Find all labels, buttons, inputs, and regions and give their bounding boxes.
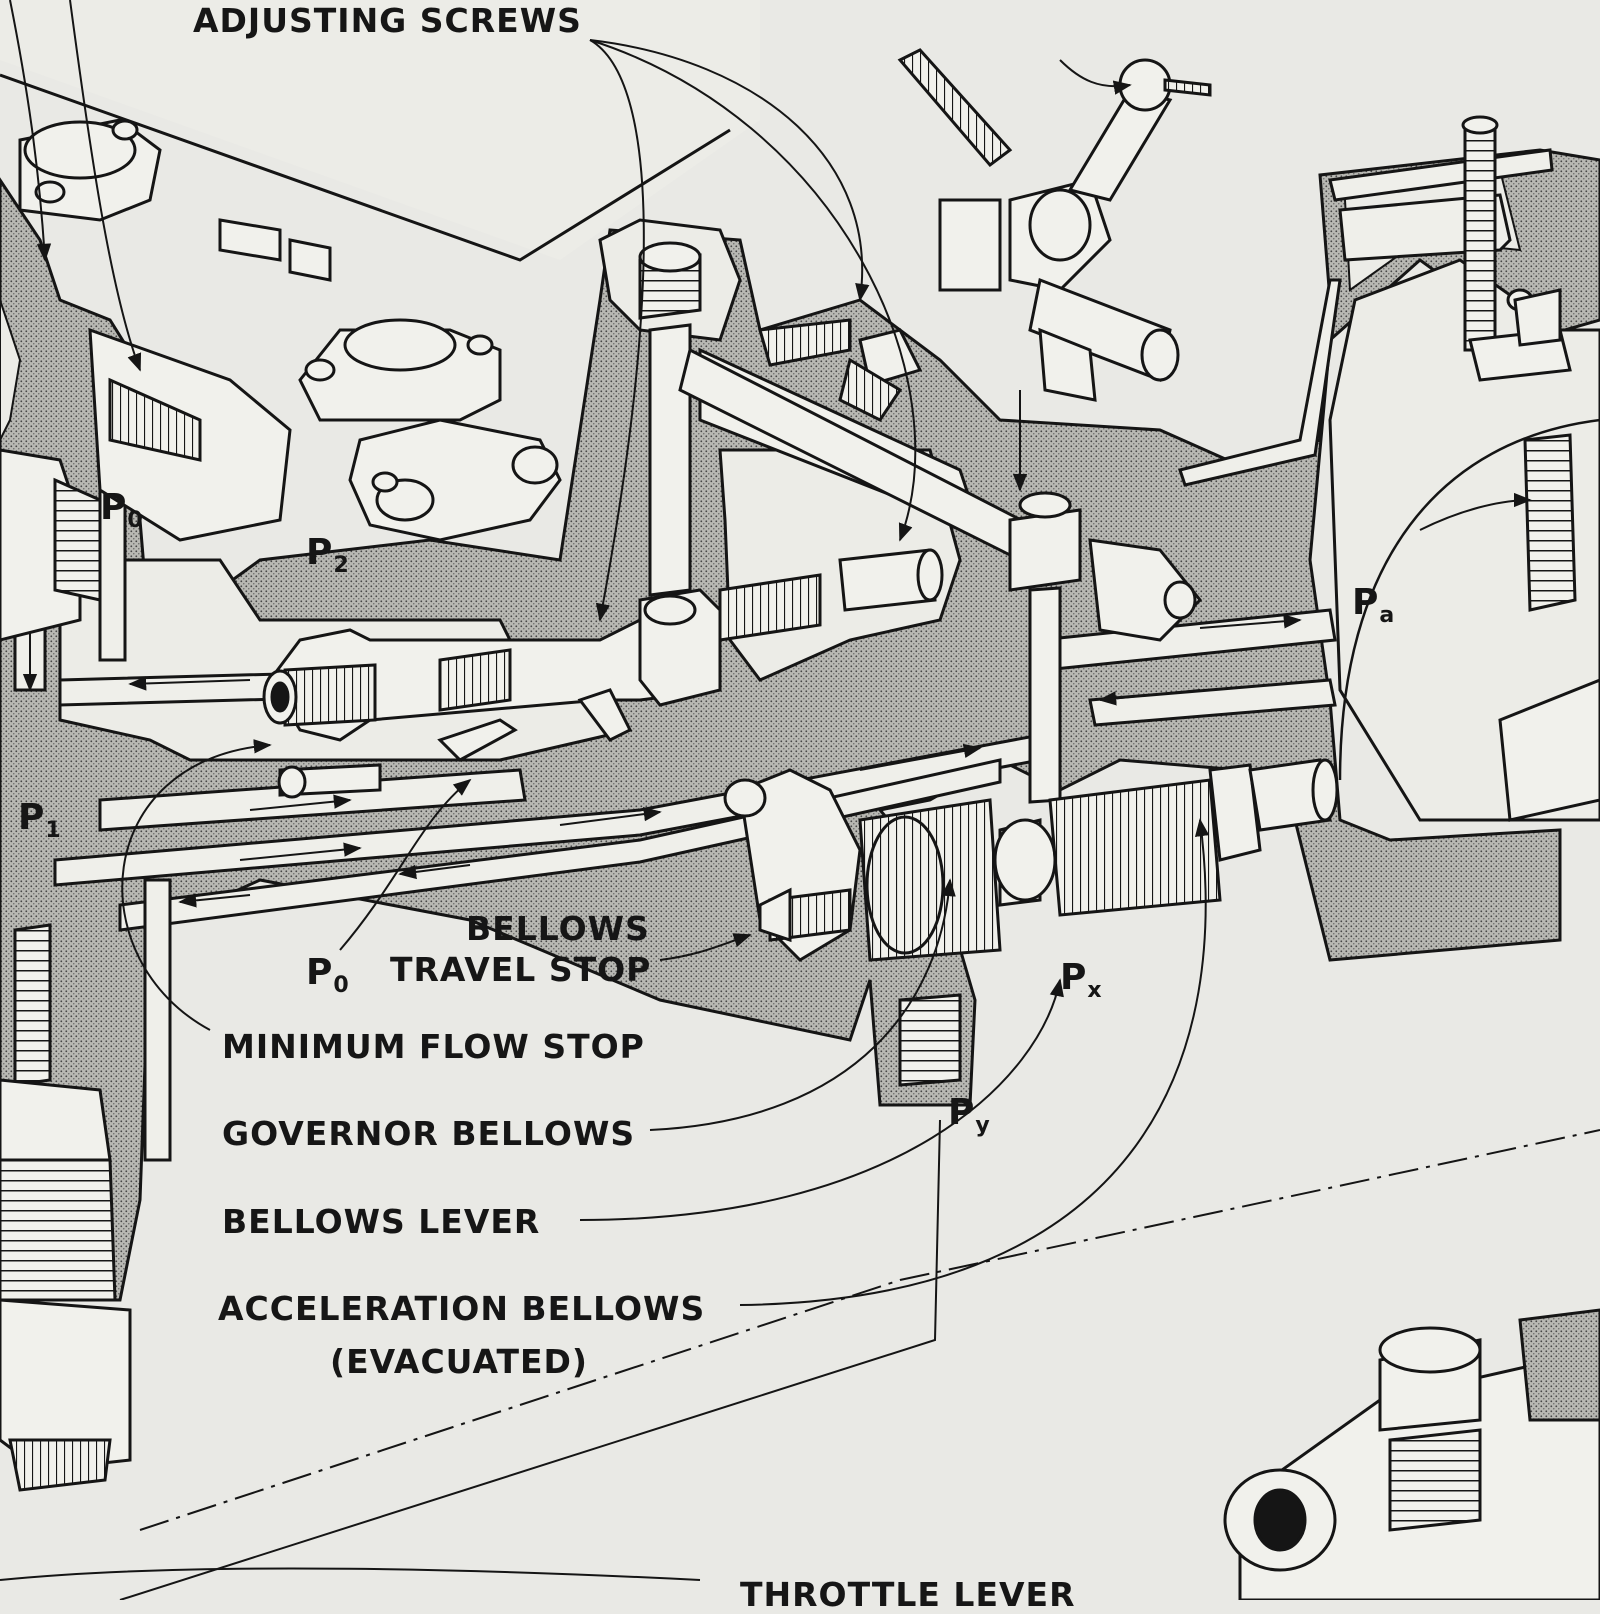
symbol-p2: P2 <box>306 535 350 577</box>
symbol-base: P <box>18 797 46 838</box>
symbol-base: P <box>306 952 334 993</box>
upper-casting <box>0 0 760 642</box>
symbol-py: Py <box>948 1095 991 1137</box>
symbol-p0-upper: P0 <box>100 490 144 532</box>
symbol-base: P <box>948 1092 976 1133</box>
right-spring-assembly <box>1461 115 1600 822</box>
symbol-subscript: 1 <box>45 818 62 844</box>
label-governor-bellows: GOVERNOR BELLOWS <box>222 1114 636 1153</box>
bellows-assembly <box>723 758 1339 1087</box>
left-spring-valve <box>0 923 132 1492</box>
symbol-base: P <box>1060 957 1088 998</box>
center-valve-assembly <box>262 548 944 799</box>
symbol-subscript: 2 <box>333 553 350 579</box>
symbol-subscript: y <box>975 1113 991 1139</box>
label-adjusting-screws: ADJUSTING SCREWS <box>193 1 582 40</box>
upper-right-linkage <box>897 48 1212 402</box>
label-throttle-lever: THROTTLE LEVER <box>740 1575 1076 1614</box>
label-evacuated: (EVACUATED) <box>330 1342 588 1381</box>
symbol-px: Px <box>1060 960 1103 1002</box>
label-acceleration-bellows: ACCELERATION BELLOWS <box>218 1289 706 1328</box>
throttle-arc <box>1338 418 1600 781</box>
symbol-p0-lower: P0 <box>306 955 350 997</box>
symbol-base: P <box>306 532 334 573</box>
symbol-subscript: x <box>1087 978 1103 1004</box>
symbol-subscript: 0 <box>127 508 144 534</box>
bellows-lever-arm <box>678 347 1203 804</box>
lower-frame-line <box>139 1129 1600 1531</box>
label-minimum-flow-stop: MINIMUM FLOW STOP <box>222 1027 645 1066</box>
symbol-base: P <box>1352 582 1380 623</box>
label-bellows-travel-stop-1: BELLOWS <box>466 909 650 948</box>
label-bellows-lever: BELLOWS LEVER <box>222 1202 541 1241</box>
symbol-subscript: 0 <box>333 973 350 999</box>
symbol-subscript: a <box>1379 603 1396 629</box>
symbol-base: P <box>100 487 128 528</box>
symbol-pa: Pa <box>1352 585 1395 627</box>
label-bellows-travel-stop-2: TRAVEL STOP <box>390 950 652 989</box>
leader-lines <box>9 0 1532 1600</box>
symbol-p1: P1 <box>18 800 62 842</box>
lower-right-fitting <box>1223 1308 1600 1600</box>
bottom-border-curve <box>0 1567 701 1581</box>
